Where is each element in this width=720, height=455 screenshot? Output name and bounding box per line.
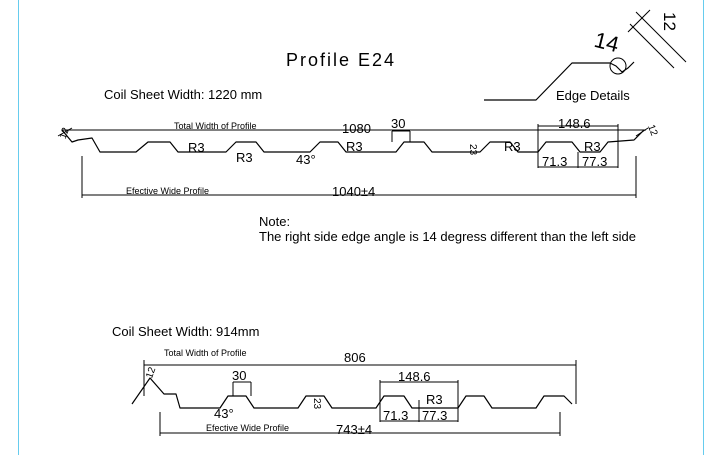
left-edge-tick-1: [57, 127, 73, 137]
edge-height-dim: [627, 9, 651, 33]
angle-label-2: 43°: [214, 406, 234, 421]
edge-detail-hook: [609, 61, 635, 73]
right-edge-tick-1: [635, 127, 649, 137]
eff-width-label-2: Efective Wide Profile: [206, 423, 289, 433]
radius-label-1d: R3: [504, 139, 521, 154]
edge-details: 14 12 Edge Details: [484, 9, 687, 103]
note-text: The right side edge angle is 14 degress …: [259, 229, 637, 244]
drawing-title: Profile E24: [286, 50, 396, 70]
edge-detail-profile: [484, 62, 610, 101]
frame-line-left: [18, 0, 19, 455]
edge-height-right-1: 12: [645, 123, 659, 138]
edge-angle-value: 14: [592, 27, 622, 57]
radius-label-1e: R3: [584, 139, 601, 154]
profile-1220: Coil Sheet Width: 1220 mm Total Width of…: [57, 87, 659, 199]
sub-b-value-2: 77.3: [422, 408, 447, 423]
radius-label-1b: R3: [236, 150, 253, 165]
frame-line-right: [703, 0, 704, 455]
total-width-label-1: Total Width of Profile: [174, 121, 257, 131]
radius-label-2: R3: [426, 392, 443, 407]
coil-width-914: Coil Sheet Width: 914mm: [112, 324, 259, 339]
pitch-value-1: 148.6: [558, 116, 591, 131]
pitch-value-2: 148.6: [398, 369, 431, 384]
total-width-value-1: 1080: [342, 121, 371, 136]
edge-detail-curl: [609, 57, 627, 75]
edge-height-value: 12: [660, 12, 679, 31]
rib-height-label-2: 23: [311, 398, 322, 410]
eff-width-label-1: Efective Wide Profile: [126, 186, 209, 196]
sub-b-value-1: 77.3: [582, 154, 607, 169]
sub-a-value-1: 71.3: [542, 154, 567, 169]
angle-label-1: 43°: [296, 152, 316, 167]
note-block: Note: The right side edge angle is 14 de…: [259, 214, 636, 244]
note-heading: Note:: [259, 214, 291, 229]
total-width-value-2: 806: [344, 350, 366, 365]
coil-width-1220: Coil Sheet Width: 1220 mm: [104, 87, 262, 102]
total-width-label-2: Total Width of Profile: [164, 348, 247, 358]
radius-label-1c: R3: [346, 139, 363, 154]
profile-914: Coil Sheet Width: 914mm Total Width of P…: [112, 324, 577, 437]
radius-label-1a: R3: [188, 140, 205, 155]
edge-height-line-a: [635, 11, 687, 63]
rib-height-label-1: 23: [467, 144, 478, 156]
eff-width-value-2: 743±4: [336, 422, 372, 437]
edge-height-left-2: 12: [144, 365, 158, 380]
sub-a-value-2: 71.3: [383, 408, 408, 423]
top-width-value-1: 30: [391, 116, 405, 131]
eff-width-value-1: 1040±4: [332, 184, 375, 199]
edge-height-line-b: [629, 23, 675, 69]
top-width-value-2: 30: [232, 368, 246, 383]
edge-height-left-1: 12: [58, 126, 72, 141]
profile-1220-outline: [61, 129, 645, 153]
profile-914-outline: [131, 377, 573, 409]
edge-details-label: Edge Details: [556, 88, 630, 103]
